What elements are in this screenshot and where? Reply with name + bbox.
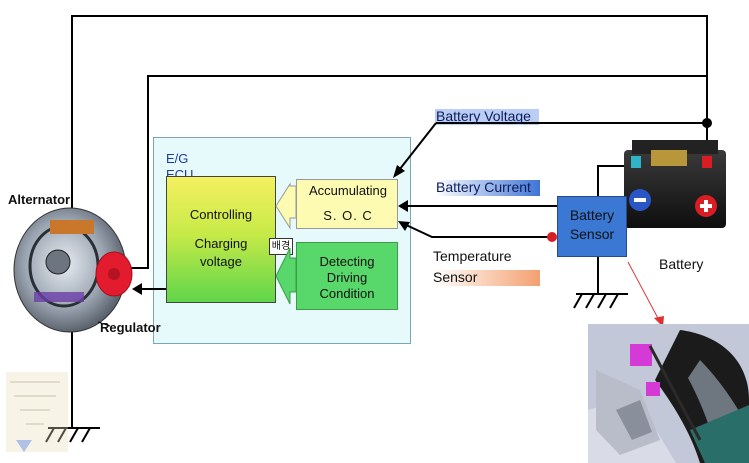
wire-sensor-battery [597, 165, 636, 196]
battery-sensor-label-line1: Battery [569, 207, 615, 223]
alternator-illustration [13, 207, 133, 333]
controlling-label: Controlling [189, 207, 253, 222]
ground-symbol-alternator [45, 427, 100, 443]
regulator-label: Regulator [100, 320, 161, 335]
wire-top [71, 15, 708, 238]
ground-symbol-sensor [573, 293, 628, 309]
arrowhead-battery-current [398, 200, 408, 212]
detecting-label: Detecting [319, 254, 375, 269]
condition-label: Condition [319, 286, 375, 301]
junction-dot [702, 118, 712, 128]
photo-pointer [627, 261, 661, 323]
arrowhead-battery-voltage [393, 165, 405, 178]
arrow-detect-to-control [275, 247, 297, 305]
arrowhead-temperature [398, 221, 410, 231]
watermark-logo [6, 372, 68, 452]
arrowhead-control-output [132, 283, 142, 295]
soc-block [296, 179, 398, 229]
sensor-label: Sensor [433, 269, 478, 285]
alternator-label: Alternator [8, 192, 71, 207]
mini-label: 배경 [269, 238, 293, 255]
charging-label: Charging [194, 236, 248, 251]
accumulating-label: Accumulating [308, 183, 388, 198]
temperature-sensor-highlight [433, 270, 540, 286]
battery-current-label: Battery Current [436, 179, 531, 195]
car-battery-illustration [624, 140, 726, 228]
driving-label: Driving [326, 270, 368, 285]
engine-bay-photo-inset [588, 324, 749, 463]
battery-voltage-label: Battery Voltage [436, 108, 531, 124]
ecu-title-line1: E/G [166, 151, 189, 166]
wire-sense [128, 75, 707, 269]
battery-sensor-label: Battery Sensor [557, 206, 627, 244]
wire-temperature [403, 223, 552, 238]
arrow-soc-to-control [275, 182, 297, 230]
arrow-battery-voltage [395, 122, 437, 175]
battery-current-highlight [435, 180, 540, 196]
temperature-sensor-dot [547, 232, 557, 242]
regulator-pointer [97, 321, 111, 327]
battery-sensor-label-line2: Sensor [569, 226, 615, 242]
battery-label: Battery [659, 256, 704, 272]
temperature-label: Temperature [433, 248, 512, 264]
battery-sensor-box [557, 196, 627, 257]
voltage-label: voltage [200, 254, 242, 269]
soc-label: S. O. C [323, 208, 373, 223]
battery-voltage-highlight [435, 109, 539, 125]
